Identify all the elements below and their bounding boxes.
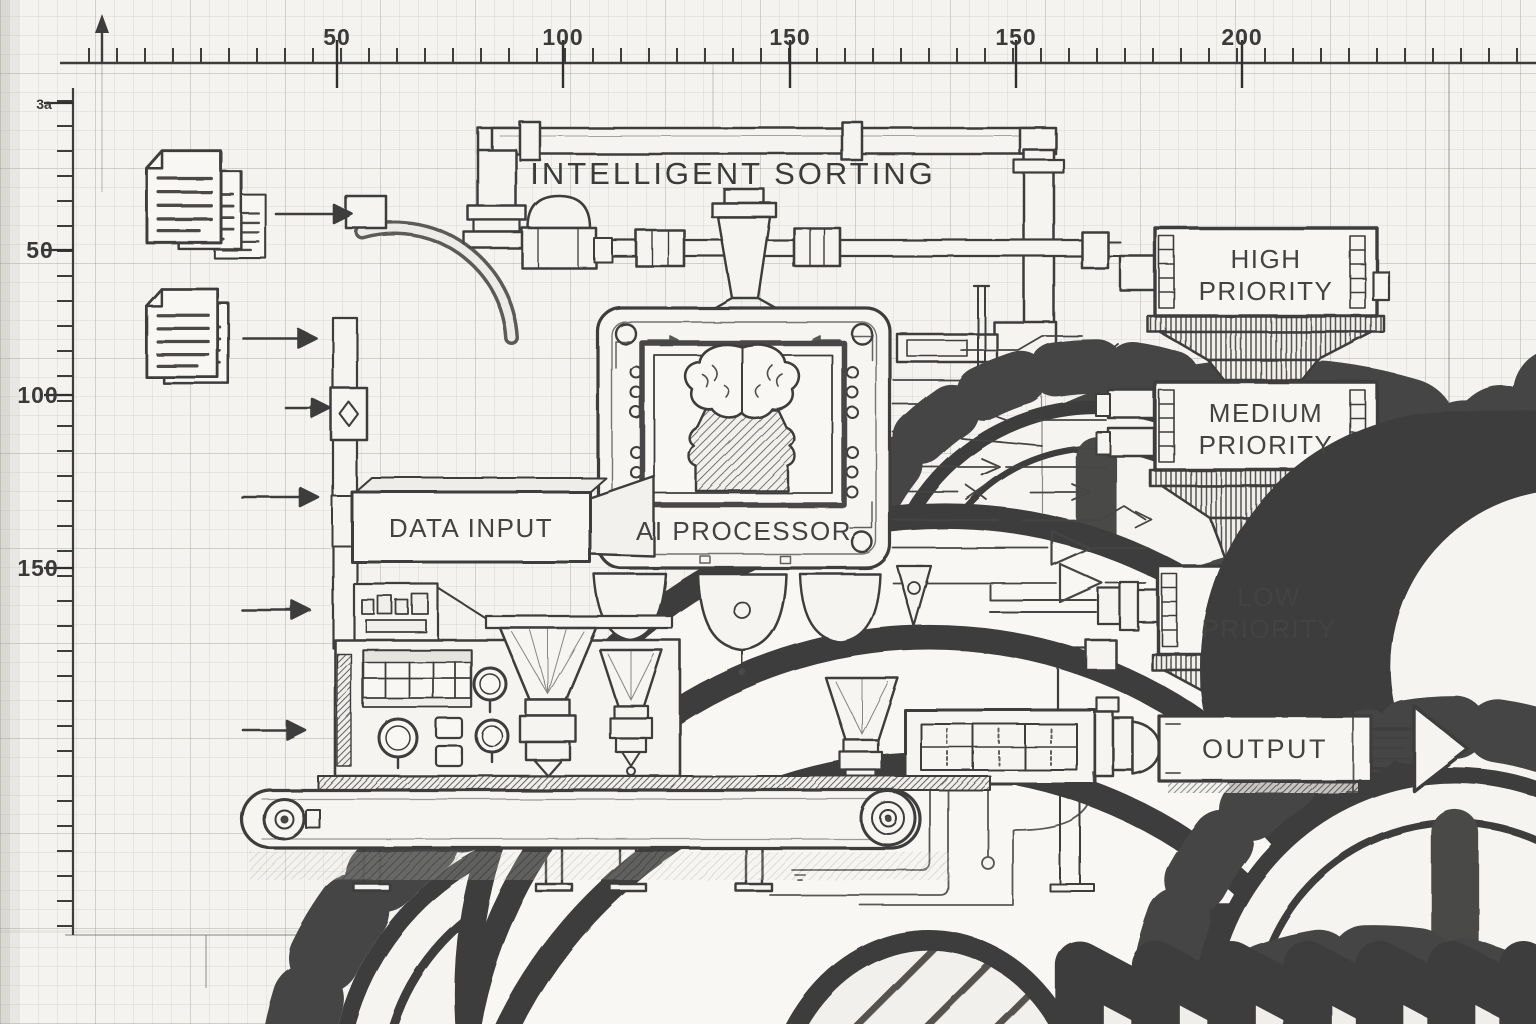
bin-low-label-line1: LOW <box>1237 582 1301 612</box>
input-arrow-icon <box>240 599 312 621</box>
data-input-label: DATA INPUT <box>389 513 553 543</box>
brain-icon <box>683 343 801 493</box>
machine-left-column <box>329 194 388 650</box>
funnel-nozzle <box>484 614 674 787</box>
crossed-marker <box>1099 343 1139 359</box>
ai-processor-label: AI PROCESSOR <box>636 516 852 546</box>
top-ruler-label: 150 <box>769 24 810 50</box>
input-arrow-icon <box>241 719 307 741</box>
funnel-nozzle <box>598 648 664 776</box>
priority-bin-high <box>1118 226 1391 318</box>
machine-drawing <box>144 120 1536 1024</box>
priority-bin-medium <box>1095 380 1391 472</box>
left-ruler-label: 3a <box>36 96 52 112</box>
pump-motor <box>520 194 613 270</box>
top-ruler-label: 150 <box>995 24 1036 50</box>
output-label: OUTPUT <box>1202 734 1328 764</box>
top-ruler-label: 200 <box>1221 24 1262 50</box>
input-arrow-icon <box>241 327 318 349</box>
bin-high-label-line1: HIGH <box>1231 244 1302 274</box>
gear-shaft <box>1036 638 1118 712</box>
conveyor-belt <box>240 775 1536 1024</box>
belt-roller <box>262 797 321 841</box>
document-stack-icon <box>145 149 267 260</box>
ai-processor-chip <box>596 306 1536 1024</box>
output-arrow-icon <box>1369 704 1470 793</box>
top-ruler <box>60 14 1536 88</box>
input-arrow-icon <box>240 486 320 508</box>
input-arrow-icon <box>274 203 354 225</box>
bin-medium-label-line1: MEDIUM <box>1209 398 1323 428</box>
bin-high-label-line2: PRIORITY <box>1199 276 1334 306</box>
bin-low-label-line2: PRIORITY <box>1202 614 1337 644</box>
belt-roller <box>859 789 917 847</box>
document-stack-icon <box>144 287 230 385</box>
axis-origin-arrow <box>95 14 109 63</box>
bin-medium-label-line2: PRIORITY <box>1199 430 1334 460</box>
text-layer: INTELLIGENT SORTING 50 100 150 150 200 3… <box>17 24 1337 764</box>
top-ruler-label: 100 <box>542 24 583 50</box>
left-ruler-label: 150 <box>17 555 58 581</box>
top-ruler-label: 50 <box>323 24 351 50</box>
left-ruler-label: 100 <box>17 382 58 408</box>
gear-cluster <box>166 220 1536 1024</box>
output-box <box>1157 699 1373 793</box>
input-arrow-icon <box>284 397 332 419</box>
top-pipe <box>462 120 1099 385</box>
page-title: INTELLIGENT SORTING <box>530 156 936 191</box>
left-ruler-label: 50 <box>26 237 54 263</box>
left-ruler <box>44 88 75 935</box>
data-input-plaque <box>350 474 656 564</box>
bin-hopper-high <box>1146 314 1386 382</box>
